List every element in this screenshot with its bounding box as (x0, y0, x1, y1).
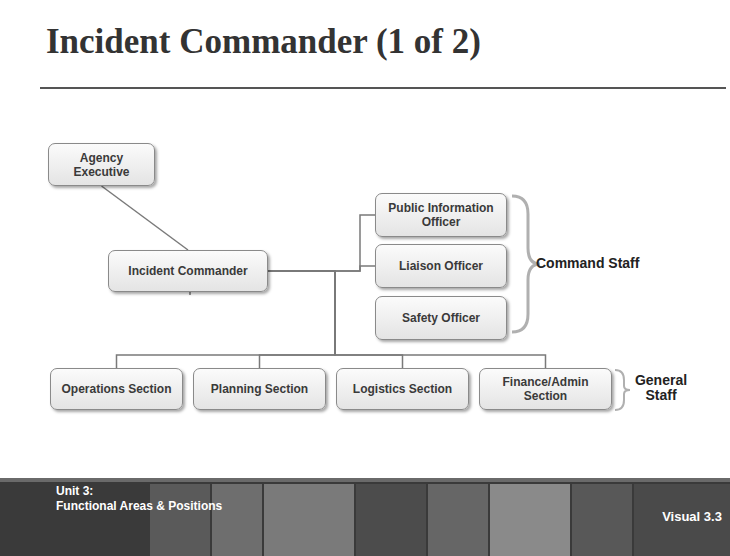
connector-line (102, 186, 189, 250)
box-label: Logistics Section (353, 382, 452, 396)
group-label: Command Staff (536, 256, 656, 271)
command-staff-box: Public Information Officer (375, 193, 507, 237)
box-label: Agency Executive (55, 151, 148, 179)
title-rule (40, 87, 726, 89)
org-connector (260, 271, 336, 368)
commander-box: Incident Commander (108, 250, 268, 292)
section-box: Operations Section (50, 368, 183, 410)
section-box: Logistics Section (336, 368, 469, 410)
group-label: General Staff (633, 373, 689, 403)
command-staff-brace (512, 196, 540, 332)
box-label: Liaison Officer (399, 259, 483, 273)
box-label: Incident Commander (128, 264, 247, 278)
org-connector (268, 215, 375, 271)
visual-number: Visual 3.3 (660, 510, 724, 524)
box-label: Operations Section (61, 382, 171, 396)
section-box: Finance/Admin Section (479, 368, 612, 410)
box-label: Public Information Officer (382, 201, 500, 229)
box-label: Finance/Admin Section (486, 375, 605, 403)
footer-unit: Functional Areas & Positions (56, 500, 276, 513)
connector-line (268, 215, 375, 271)
section-box: Planning Section (193, 368, 326, 410)
command-staff-box: Liaison Officer (375, 244, 507, 288)
slide-title: Incident Commander (1 of 2) (46, 22, 481, 62)
general-staff-brace (615, 370, 630, 410)
org-connector (102, 186, 189, 250)
box-label: Safety Officer (402, 311, 480, 325)
box-label: Planning Section (211, 382, 308, 396)
executive-box: Agency Executive (48, 143, 155, 186)
connector-line (260, 271, 336, 368)
footer-unit: Unit 3: (56, 485, 256, 498)
command-staff-box: Safety Officer (375, 296, 507, 340)
footer-banner (0, 478, 730, 556)
